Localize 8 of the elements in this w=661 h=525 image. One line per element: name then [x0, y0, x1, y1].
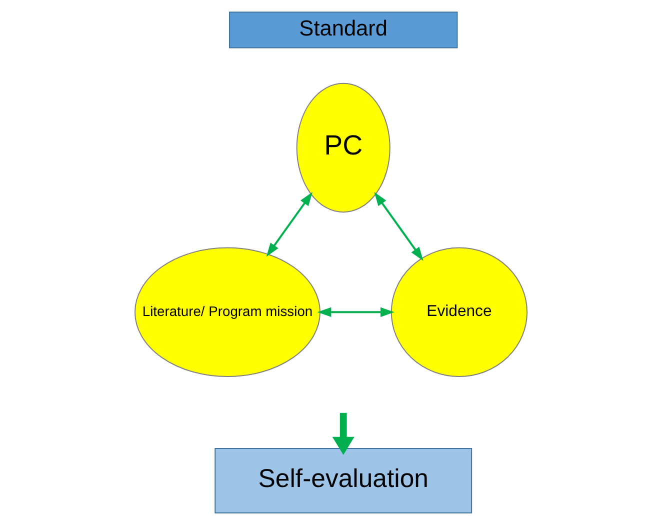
node-box: Self-evaluation [214, 448, 472, 514]
arrow [316, 307, 394, 318]
arrow [332, 412, 354, 455]
node-ellipse: PC [296, 82, 390, 213]
arrow [374, 192, 423, 261]
node-box: Standard [228, 12, 458, 48]
arrow [266, 192, 312, 257]
node-ellipse: Literature/ Program mission [134, 247, 320, 377]
